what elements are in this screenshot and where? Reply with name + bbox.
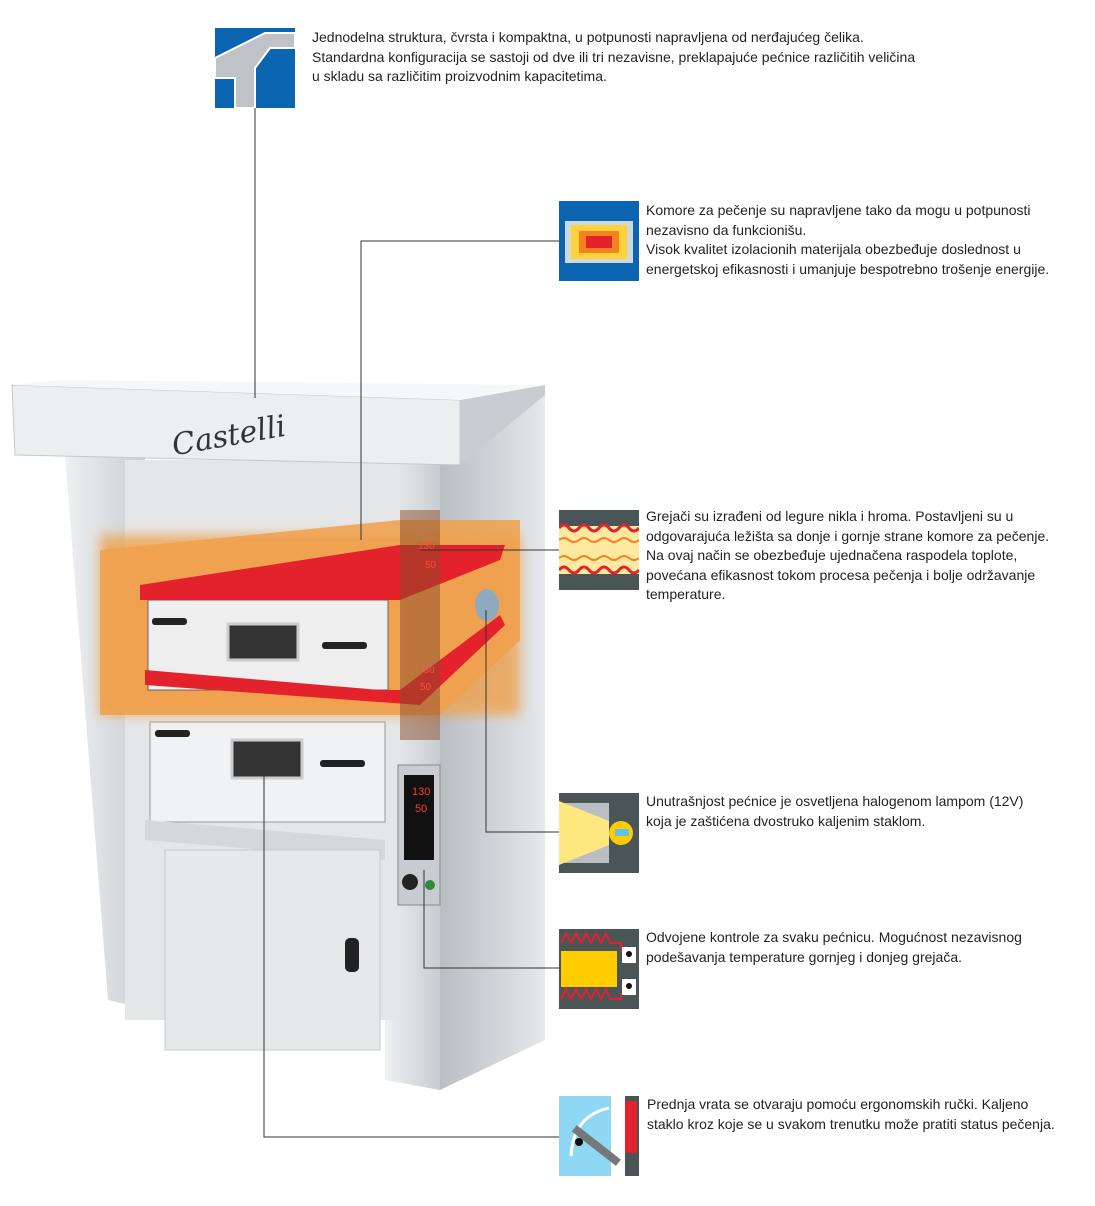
heating-elements-icon bbox=[559, 510, 639, 590]
bottom-display bbox=[404, 775, 434, 860]
lower-door-handle-right bbox=[320, 760, 365, 767]
feature-text-structure: Jednodelna struktura, čvrsta i kompaktna… bbox=[312, 29, 916, 84]
stainless-structure-icon bbox=[215, 28, 295, 108]
svg-text:130: 130 bbox=[418, 665, 435, 676]
svg-text:50: 50 bbox=[420, 682, 432, 693]
svg-text:130: 130 bbox=[412, 786, 430, 798]
lower-door-handle-left bbox=[155, 730, 190, 737]
insulated-chamber-highlight: 130 50 130 50 bbox=[100, 510, 520, 740]
svg-text:130: 130 bbox=[418, 541, 435, 552]
oven-hood-top bbox=[12, 380, 545, 400]
upper-oven-window bbox=[226, 622, 300, 662]
feature-text-controls: Odvojene kontrole za svaku pećnicu. Mogu… bbox=[646, 929, 1022, 965]
insulated-chamber-icon bbox=[559, 201, 639, 281]
halogen-lamp bbox=[475, 589, 499, 621]
feature-text-door: Prednja vrata se otvaraju pomoću ergonom… bbox=[647, 1096, 1055, 1132]
control-knob bbox=[402, 874, 418, 890]
lower-oven-window bbox=[230, 738, 304, 780]
front-door-icon bbox=[559, 1096, 639, 1176]
upper-control-panel bbox=[400, 510, 440, 740]
proofer-cabinet bbox=[164, 849, 381, 1051]
separate-controls-icon bbox=[559, 929, 639, 1009]
oven-hood-side bbox=[460, 385, 545, 465]
feature-text-lamp: Unutrašnjost pećnice je osvetljena halog… bbox=[646, 793, 1024, 829]
halogen-lamp-icon bbox=[559, 793, 639, 873]
svg-text:50: 50 bbox=[425, 560, 437, 571]
leader-lines bbox=[254, 108, 559, 1138]
feature-text-heaters: Grejači su izrađeni od legure nikla i hr… bbox=[646, 508, 1050, 602]
svg-text:50: 50 bbox=[415, 803, 427, 815]
power-button bbox=[425, 880, 435, 890]
feature-text-chambers: Komore za pečenje su napravljene tako da… bbox=[646, 202, 1050, 277]
proofer-handle bbox=[345, 938, 359, 972]
oven-side-panel bbox=[440, 395, 545, 1090]
